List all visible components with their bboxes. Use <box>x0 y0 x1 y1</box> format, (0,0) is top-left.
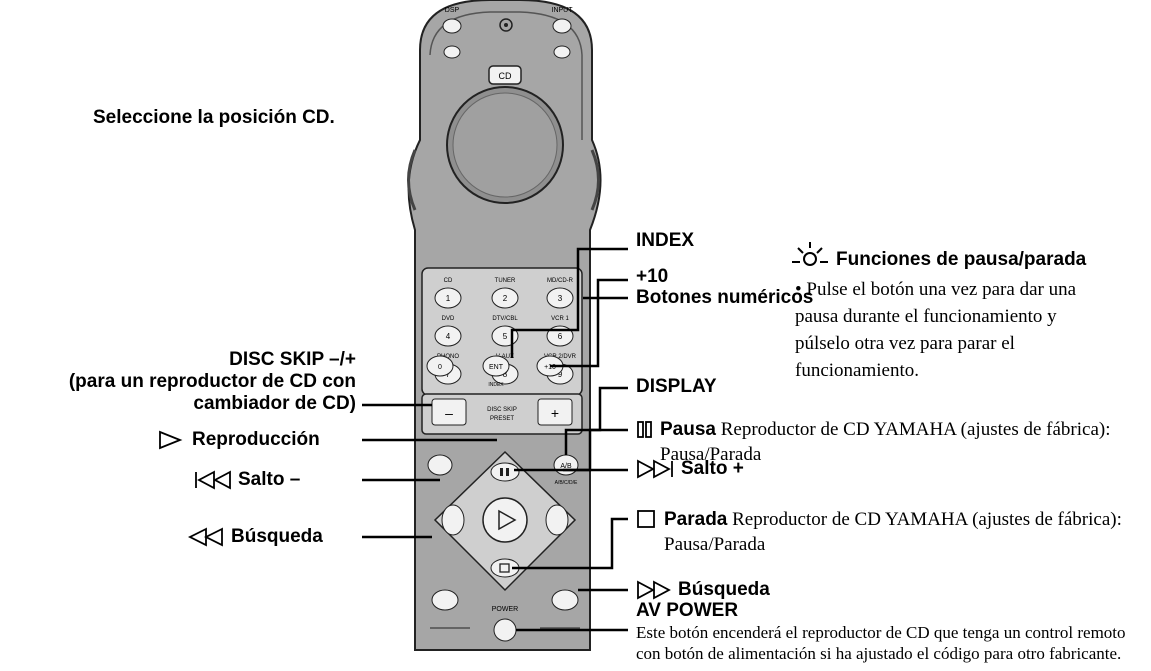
input-key-label: INPUT <box>552 7 574 14</box>
numeric-key-digit: 2 <box>503 294 508 303</box>
stop-label: Parada <box>664 509 728 530</box>
select-cd-label: Seleccione la posición CD. <box>93 107 335 128</box>
numeric-key[interactable] <box>546 287 574 309</box>
key-input-label: TUNER <box>495 278 516 284</box>
stop-block: Parada Reproductor de CD YAMAHA (ajustes… <box>664 507 1134 557</box>
cd-selector-button <box>488 65 522 85</box>
disc-skip-note-1: (para un reproductor de CD con <box>68 371 356 392</box>
plus10-label: +10 <box>636 266 669 287</box>
search-fwd-key <box>551 589 579 611</box>
key-input-label: V-AUX <box>496 354 514 360</box>
pause-key <box>490 462 520 482</box>
key-input-label: VCR 2/DVR <box>544 354 577 360</box>
search-back-label: Búsqueda <box>231 526 323 547</box>
center-icon <box>499 18 513 32</box>
pause-symbol-icon <box>637 421 652 438</box>
input-button <box>552 18 572 34</box>
skip-minus-label: Salto – <box>238 469 301 490</box>
numeric-key-digit: 9 <box>558 370 563 379</box>
tip-bullet: • Pulse el botón una vez para dar una pa… <box>795 276 1105 384</box>
av-power-label: AV POWER <box>636 600 739 621</box>
bullet-dot: • <box>795 279 802 300</box>
pause-desc: Reproductor de CD YAMAHA (ajustes de fáb… <box>660 419 1111 465</box>
preset-small-label: PRESET <box>490 416 514 422</box>
tip-title: Funciones de pausa/parada <box>836 249 1087 270</box>
numeric-key-digit: 7 <box>446 370 451 379</box>
search-fwd-label: Búsqueda <box>678 579 770 600</box>
numeric-key-digit: 5 <box>503 332 508 341</box>
dsp-button <box>442 18 462 34</box>
numeric-key-digit: 6 <box>558 332 563 341</box>
tip-lightbulb-icon <box>792 242 828 266</box>
key-input-label: MD/CD-R <box>547 278 574 284</box>
key-input-label: CD <box>444 278 453 284</box>
key-input-label: VCR 1 <box>551 316 569 322</box>
search-back-symbol-icon <box>187 527 223 547</box>
numeric-buttons-label: Botones numéricos <box>636 287 814 308</box>
numeric-key[interactable] <box>491 287 519 309</box>
leader-pause <box>514 428 628 472</box>
cd-selector-label: CD <box>499 71 512 81</box>
disc-skip-plus-key <box>537 398 573 426</box>
disc-skip-plus-label: + <box>551 405 559 421</box>
numeric-key-digit: 1 <box>446 294 451 303</box>
key-input-label: DTV/CBL <box>492 316 518 322</box>
play-label: Reproducción <box>192 429 320 450</box>
ent-key-label: ENT <box>489 364 504 371</box>
ent-key[interactable] <box>482 355 510 377</box>
numeric-key-digit: 8 <box>503 370 508 379</box>
stop-desc: Reproductor de CD YAMAHA (ajustes de fáb… <box>664 509 1122 555</box>
numeric-key-digit: 4 <box>446 332 451 341</box>
plus10-key-label: +10 <box>544 364 556 371</box>
play-key <box>482 497 528 543</box>
key-input-label: PHONO <box>437 354 459 360</box>
play-symbol-icon <box>159 430 183 450</box>
tip-bullet-text: Pulse el botón una vez para dar una paus… <box>795 279 1077 381</box>
power-key <box>493 618 517 642</box>
search-back-key <box>431 589 459 611</box>
numeric-key[interactable] <box>434 325 462 347</box>
disc-skip-minus-label: – <box>445 405 453 421</box>
numeric-key-digit: 3 <box>558 294 563 303</box>
zero-key[interactable] <box>426 355 454 377</box>
index-label: INDEX <box>636 230 695 251</box>
leader-index <box>510 247 628 358</box>
leader-stop <box>512 517 628 570</box>
display-label: DISPLAY <box>636 376 717 397</box>
index-small-label: INDEX <box>488 382 504 388</box>
pause-block: Pausa Reproductor de CD YAMAHA (ajustes … <box>660 417 1130 467</box>
abcde-label: A/B/C/D/E <box>555 480 578 486</box>
skip-plus-label: Salto + <box>681 458 744 479</box>
skip-plus-symbol-icon <box>637 459 673 479</box>
numeric-key[interactable] <box>434 287 462 309</box>
power-small-label: POWER <box>492 606 518 613</box>
disc-skip-note-2: cambiador de CD) <box>193 393 356 414</box>
pause-label: Pausa <box>660 419 716 440</box>
key-input-label: DVD <box>442 316 455 322</box>
disc-skip-minus-key <box>431 398 467 426</box>
ab-key-label: A/B <box>560 463 572 470</box>
search-fwd-symbol-icon <box>637 580 671 600</box>
disc-skip-label: DISC SKIP –/+ <box>229 349 356 370</box>
skip-plus-key <box>545 504 569 536</box>
av-power-desc: Este botón encenderá el reproductor de C… <box>636 623 1126 663</box>
disc-skip-small-label: DISC SKIP <box>487 407 517 413</box>
pause-stop-side-button <box>427 454 453 476</box>
dsp-key-label: DSP <box>445 7 460 14</box>
zero-key-label: 0 <box>438 364 442 371</box>
stop-symbol-icon <box>637 510 655 528</box>
leader-plus10 <box>550 278 628 368</box>
skip-minus-key <box>441 504 465 536</box>
skip-minus-symbol-icon <box>195 470 231 490</box>
